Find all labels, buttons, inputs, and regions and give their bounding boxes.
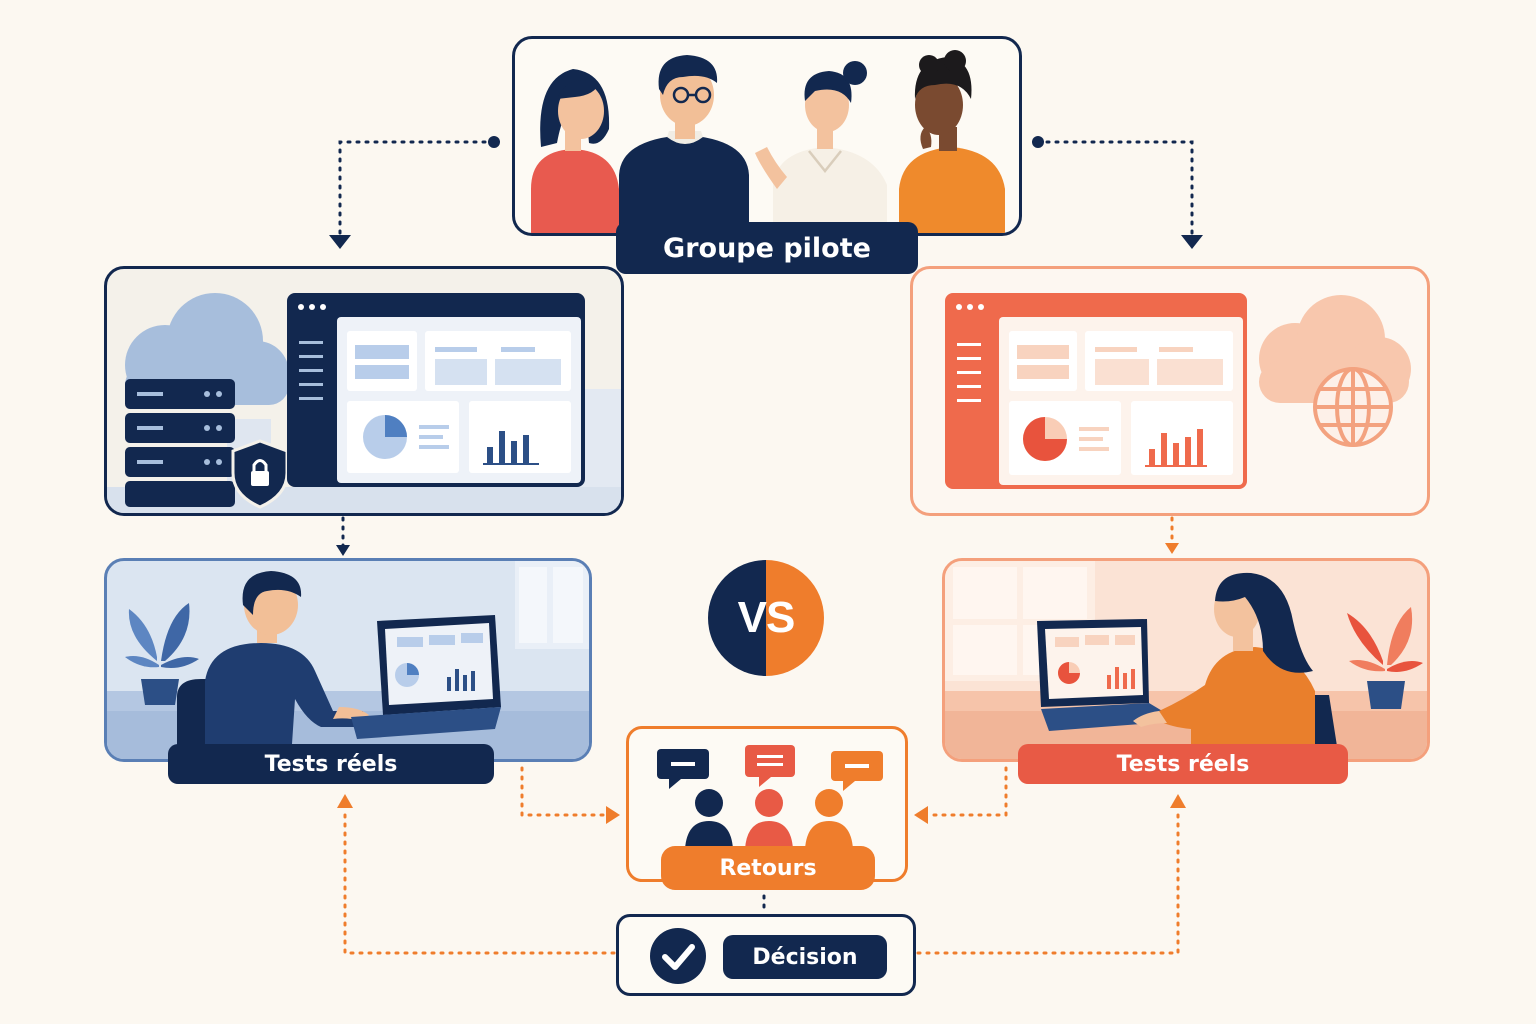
onpremise-dashboard-illustration (107, 293, 621, 513)
people-group-illustration (531, 50, 1005, 233)
connector-tests-right-to-feedback (926, 766, 1008, 817)
tests-right-text: Tests réels (1116, 751, 1250, 777)
tests-right-label: Tests réels (1018, 744, 1348, 784)
chat-bubble-icon (831, 751, 883, 791)
plant-icon (1347, 607, 1423, 709)
decision-text: Décision (752, 944, 858, 970)
woman-at-laptop-illustration (945, 561, 1427, 759)
connector-pilot-to-onpremise (338, 140, 496, 237)
tests-left-text: Tests réels (264, 751, 398, 777)
tests-left-card (104, 558, 592, 762)
globe-icon (1313, 367, 1393, 447)
laptop-icon (1037, 619, 1179, 731)
versus-text: VS (737, 593, 796, 642)
feedback-label: Retours (661, 846, 875, 890)
feedback-text: Retours (719, 855, 817, 881)
shield-lock-icon (231, 439, 289, 509)
connector-decision-to-left (343, 806, 616, 955)
connector-tests-left-to-feedback (520, 766, 608, 817)
laptop-icon (351, 615, 501, 739)
decision-label: Décision (723, 935, 887, 979)
cloud-solution-card (910, 266, 1430, 516)
versus-badge: VS (708, 560, 824, 676)
tests-left-label: Tests réels (168, 744, 494, 784)
man-at-laptop-illustration (107, 561, 589, 759)
chat-bubble-icon (745, 745, 795, 787)
pilot-group-card (512, 36, 1022, 236)
connector-decision-to-right (916, 806, 1180, 955)
connector-pilot-to-cloud (1036, 140, 1194, 237)
server-rack-icon (125, 379, 235, 507)
onpremise-dashboard-window (287, 293, 585, 487)
pilot-group-text: Groupe pilote (663, 232, 871, 264)
cloud-dashboard-illustration (945, 293, 1411, 489)
decision-card: Décision (616, 914, 916, 996)
onpremise-solution-card (104, 266, 624, 516)
feedback-people-illustration (657, 745, 883, 849)
cloud-dashboard-window (945, 293, 1247, 489)
pilot-group-label: Groupe pilote (616, 222, 918, 274)
chat-bubble-icon (657, 749, 709, 789)
check-circle-icon (650, 928, 706, 984)
plant-icon (125, 603, 199, 705)
tests-right-card (942, 558, 1430, 762)
